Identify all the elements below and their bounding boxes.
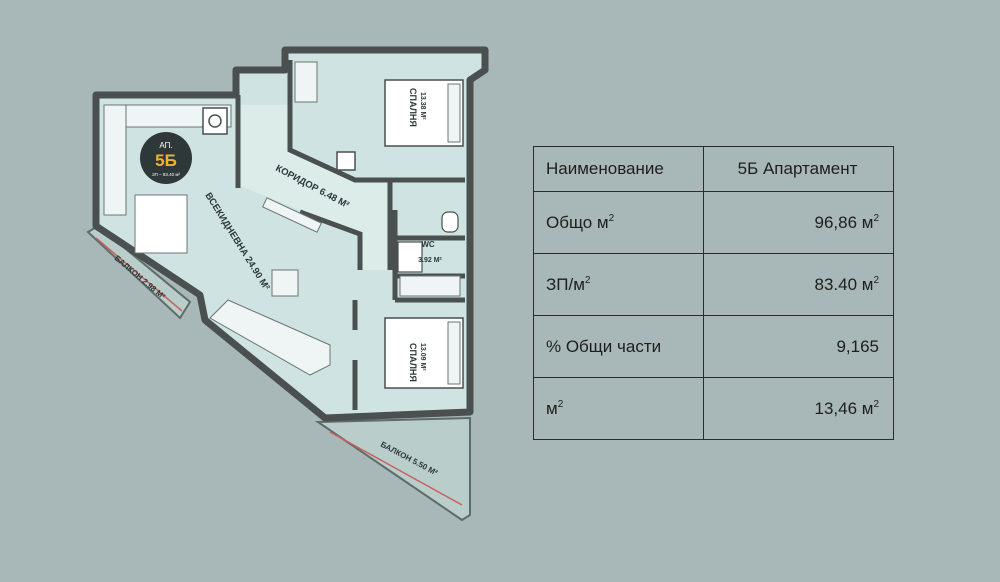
apartment-info-table: Наименование 5Б Апартамент Общо м2 96,86… bbox=[533, 146, 894, 440]
bedroom-1-area: 13.38 М² bbox=[419, 92, 426, 120]
bedroom-2-label: СПАЛНЯ bbox=[408, 343, 418, 382]
table-row: м2 13,46 м2 bbox=[533, 377, 894, 440]
badge-area: ЗП – 83.40 м² bbox=[152, 172, 181, 177]
stove-icon bbox=[202, 107, 228, 135]
row-key: % Общи части bbox=[533, 315, 704, 378]
row-key: Наименование bbox=[533, 146, 704, 192]
row-value: 5Б Апартамент bbox=[703, 146, 894, 192]
wardrobe-2 bbox=[399, 275, 461, 297]
row-key: м2 bbox=[533, 377, 704, 440]
kitchen-counter bbox=[103, 104, 127, 216]
dining-table bbox=[134, 194, 188, 254]
row-value: 9,165 bbox=[703, 315, 894, 378]
wc-label: WC bbox=[421, 240, 435, 249]
wardrobe bbox=[294, 61, 318, 103]
row-value: 83.40 м2 bbox=[703, 253, 894, 316]
wc-area: 3.92 М² bbox=[418, 257, 442, 264]
table-row: ЗП/м2 83.40 м2 bbox=[533, 253, 894, 316]
sofa bbox=[209, 299, 331, 376]
row-key: ЗП/м2 bbox=[533, 253, 704, 316]
row-key: Общо м2 bbox=[533, 191, 704, 254]
row-value: 13,46 м2 bbox=[703, 377, 894, 440]
table-row: Общо м2 96,86 м2 bbox=[533, 191, 894, 254]
apartment-badge bbox=[140, 132, 192, 184]
bedroom-1-label: СПАЛНЯ bbox=[408, 88, 418, 127]
row-value: 96,86 м2 bbox=[703, 191, 894, 254]
toilet-icon bbox=[441, 211, 459, 233]
floor-plan: АП. 5Б ЗП – 83.40 м² ВСЕКИДНЕВНА 24.90 М… bbox=[86, 46, 489, 522]
corridor-area bbox=[236, 105, 392, 270]
badge-prefix: АП. bbox=[159, 141, 172, 150]
shaft bbox=[336, 151, 356, 171]
balcony-right bbox=[314, 416, 471, 522]
shower-icon bbox=[397, 241, 423, 273]
tv-unit bbox=[262, 197, 322, 233]
table-row: % Общи части 9,165 bbox=[533, 315, 894, 378]
table-row: Наименование 5Б Апартамент bbox=[533, 146, 894, 192]
badge-number: 5Б bbox=[155, 151, 177, 170]
coffee-table bbox=[271, 269, 299, 297]
bedroom-2-area: 13.09 М² bbox=[419, 343, 426, 371]
